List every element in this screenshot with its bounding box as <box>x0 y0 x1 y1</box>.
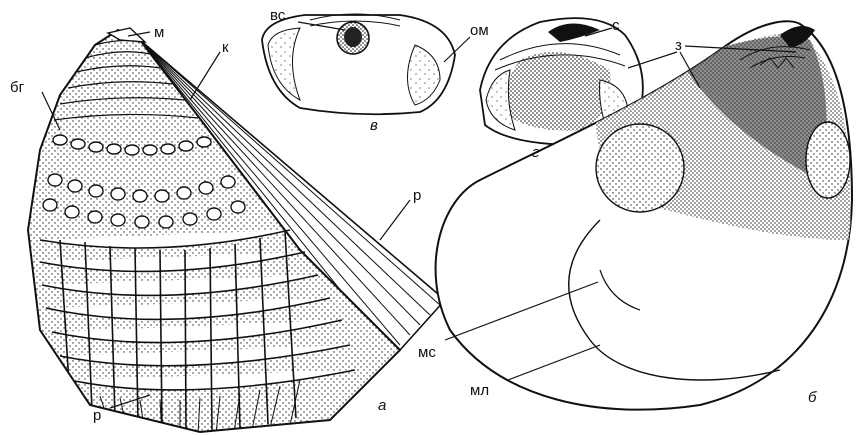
panel-v-shell-interior <box>262 14 455 114</box>
label-m: м <box>154 24 164 41</box>
label-k: к <box>222 39 229 56</box>
label-ms: мс <box>418 344 436 361</box>
panel-label-g: г <box>532 144 540 161</box>
label-om: ом <box>470 22 489 39</box>
label-r-top: р <box>413 187 421 204</box>
panel-label-a: а <box>378 397 386 414</box>
anterior-adductor-scar <box>596 124 684 212</box>
panel-label-b: б <box>808 389 817 406</box>
label-vs: вс <box>270 7 286 24</box>
label-s: с <box>612 17 620 34</box>
label-ml: мл <box>470 382 489 399</box>
label-bg: бг <box>10 79 25 96</box>
label-z: з <box>675 37 682 54</box>
panel-label-v: в <box>370 117 378 134</box>
label-r-bottom: р <box>93 407 101 424</box>
posterior-adductor-scar <box>806 122 850 198</box>
